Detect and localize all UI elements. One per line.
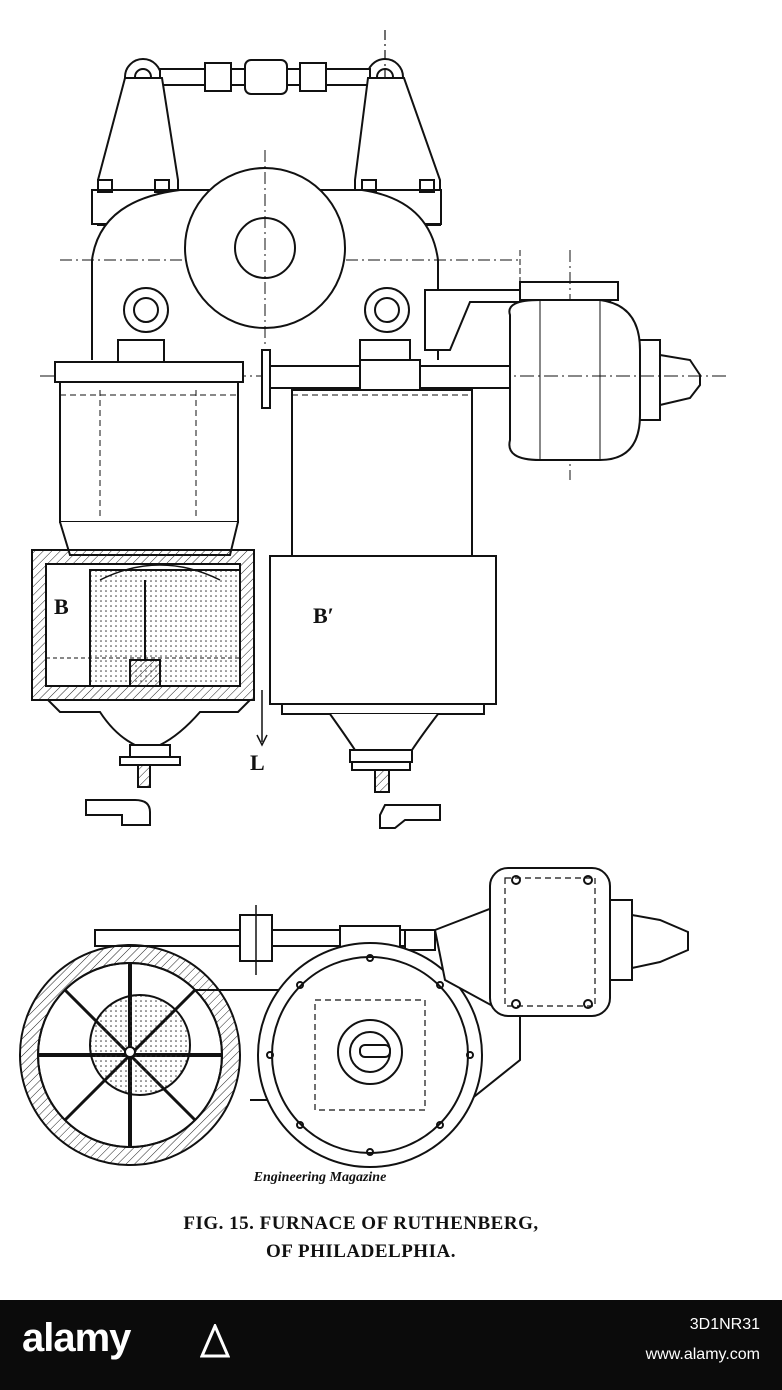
scanned-page: B B′ L Engineering Magazine FIG. 15. FUR…	[0, 30, 730, 1266]
brand-mark-icon	[200, 1324, 230, 1358]
plan-view	[19, 867, 689, 1168]
brand-logo: alamy	[22, 1316, 131, 1360]
label-l: L	[250, 750, 265, 775]
site-url: www.alamy.com	[645, 1346, 760, 1363]
caption-line-2: OF PHILADELPHIA.	[266, 1241, 456, 1262]
image-id: 3D1NR31	[689, 1316, 760, 1333]
elevation-view	[31, 30, 730, 829]
watermark-footer: alamy 3D1NR31 www.alamy.com	[0, 1300, 782, 1390]
furnace-drawing	[19, 30, 730, 1168]
magazine-credit: Engineering Magazine	[253, 1170, 387, 1185]
caption-line-1: FIG. 15. FURNACE OF RUTHENBERG,	[183, 1213, 539, 1234]
figure-caption: FIG. 15. FURNACE OF RUTHENBERG, OF PHILA…	[0, 1210, 722, 1266]
label-b-prime: B′	[313, 603, 334, 628]
label-b: B	[54, 594, 69, 619]
